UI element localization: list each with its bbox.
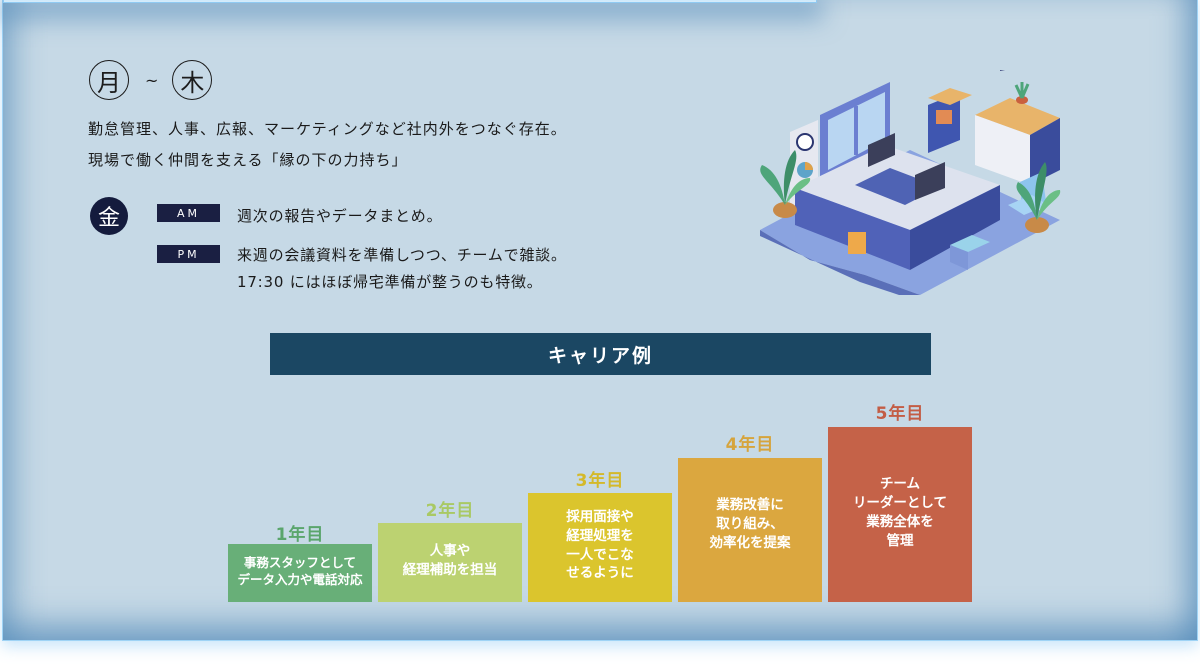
weekday-tagline: 現場で働く仲間を支える「縁の下の力持ち」 bbox=[88, 151, 408, 169]
career-step-5: 5年目 チーム リーダーとして 業務全体を 管理 bbox=[828, 399, 972, 602]
career-step-box: 事務スタッフとして データ入力や電話対応 bbox=[228, 544, 372, 602]
pm-tag: PM bbox=[157, 245, 220, 263]
career-step-box: 人事や 経理補助を担当 bbox=[378, 523, 522, 602]
am-text: 週次の報告やデータまとめ。 bbox=[237, 207, 443, 225]
career-step-box: 業務改善に 取り組み、 効率化を提案 bbox=[678, 458, 822, 602]
weekday-range: 月 ~ 木 bbox=[89, 60, 213, 100]
career-section-title: キャリア例 bbox=[270, 333, 931, 375]
career-step-1: 1年目 事務スタッフとして データ入力や電話対応 bbox=[228, 520, 372, 602]
career-step-2: 2年目 人事や 経理補助を担当 bbox=[378, 496, 522, 602]
career-step-box: チーム リーダーとして 業務全体を 管理 bbox=[828, 427, 972, 602]
career-step-year: 1年目 bbox=[275, 525, 325, 545]
pm-text-line2: 17:30 にはほぼ帰宅準備が整うのも特徴。 bbox=[237, 273, 543, 291]
thursday-badge: 木 bbox=[172, 60, 213, 100]
career-step-3: 3年目 採用面接や 経理処理を 一人でこな せるように bbox=[528, 466, 672, 602]
career-step-year: 5年目 bbox=[875, 404, 925, 424]
range-separator: ~ bbox=[145, 70, 159, 90]
am-tag: AM bbox=[157, 204, 220, 222]
weekday-description: 勤怠管理、人事、広報、マーケティングなど社内外をつなぐ存在。 bbox=[88, 120, 567, 138]
top-tab-edge bbox=[3, 0, 817, 3]
career-step-year: 4年目 bbox=[725, 435, 775, 455]
pm-text-line1: 来週の会議資料を準備しつつ、チームで雑談。 bbox=[237, 246, 567, 264]
isometric-office-illustration bbox=[760, 70, 1061, 295]
friday-badge: 金 bbox=[90, 197, 128, 235]
monday-badge: 月 bbox=[89, 60, 129, 100]
career-step-4: 4年目 業務改善に 取り組み、 効率化を提案 bbox=[678, 430, 822, 602]
career-step-year: 3年目 bbox=[575, 471, 625, 491]
career-step-box: 採用面接や 経理処理を 一人でこな せるように bbox=[528, 493, 672, 602]
career-step-year: 2年目 bbox=[425, 501, 475, 521]
